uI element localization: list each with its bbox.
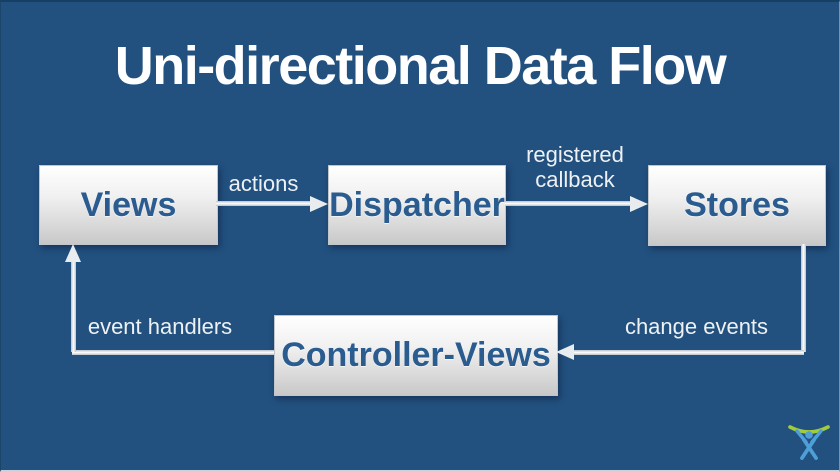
edge-label-registered-callback: registered callback <box>526 142 624 192</box>
arrow-stores-to-controller-line <box>572 350 804 355</box>
arrow-views-to-dispatcher-line <box>216 201 310 206</box>
node-controller-views-label: Controller-Views <box>281 336 551 374</box>
node-dispatcher-label: Dispatcher <box>329 185 505 224</box>
arrow-dispatcher-to-stores-line <box>505 201 630 206</box>
edge-label-event-handlers: event handlers <box>87 314 233 339</box>
arrow-up-icon <box>65 244 81 262</box>
arrow-right-icon <box>630 196 648 212</box>
node-dispatcher: Dispatcher <box>328 165 506 245</box>
node-stores-label: Stores <box>684 186 790 224</box>
arrow-stores-down-line <box>801 244 806 352</box>
node-stores: Stores <box>648 165 826 246</box>
arrow-controller-to-views-line <box>71 260 76 352</box>
slide-title: Uni-directional Data Flow <box>114 36 727 96</box>
node-views-label: Views <box>80 185 177 224</box>
arrow-controller-left-line <box>72 350 274 355</box>
node-views: Views <box>39 165 218 245</box>
node-controller-views: Controller-Views <box>274 315 558 396</box>
edge-label-actions: actions <box>228 171 299 196</box>
arrow-left-icon <box>556 344 574 360</box>
edge-label-change-events: change events <box>624 314 769 339</box>
atlassian-logo-icon <box>788 425 830 460</box>
arrow-right-icon <box>310 196 328 212</box>
